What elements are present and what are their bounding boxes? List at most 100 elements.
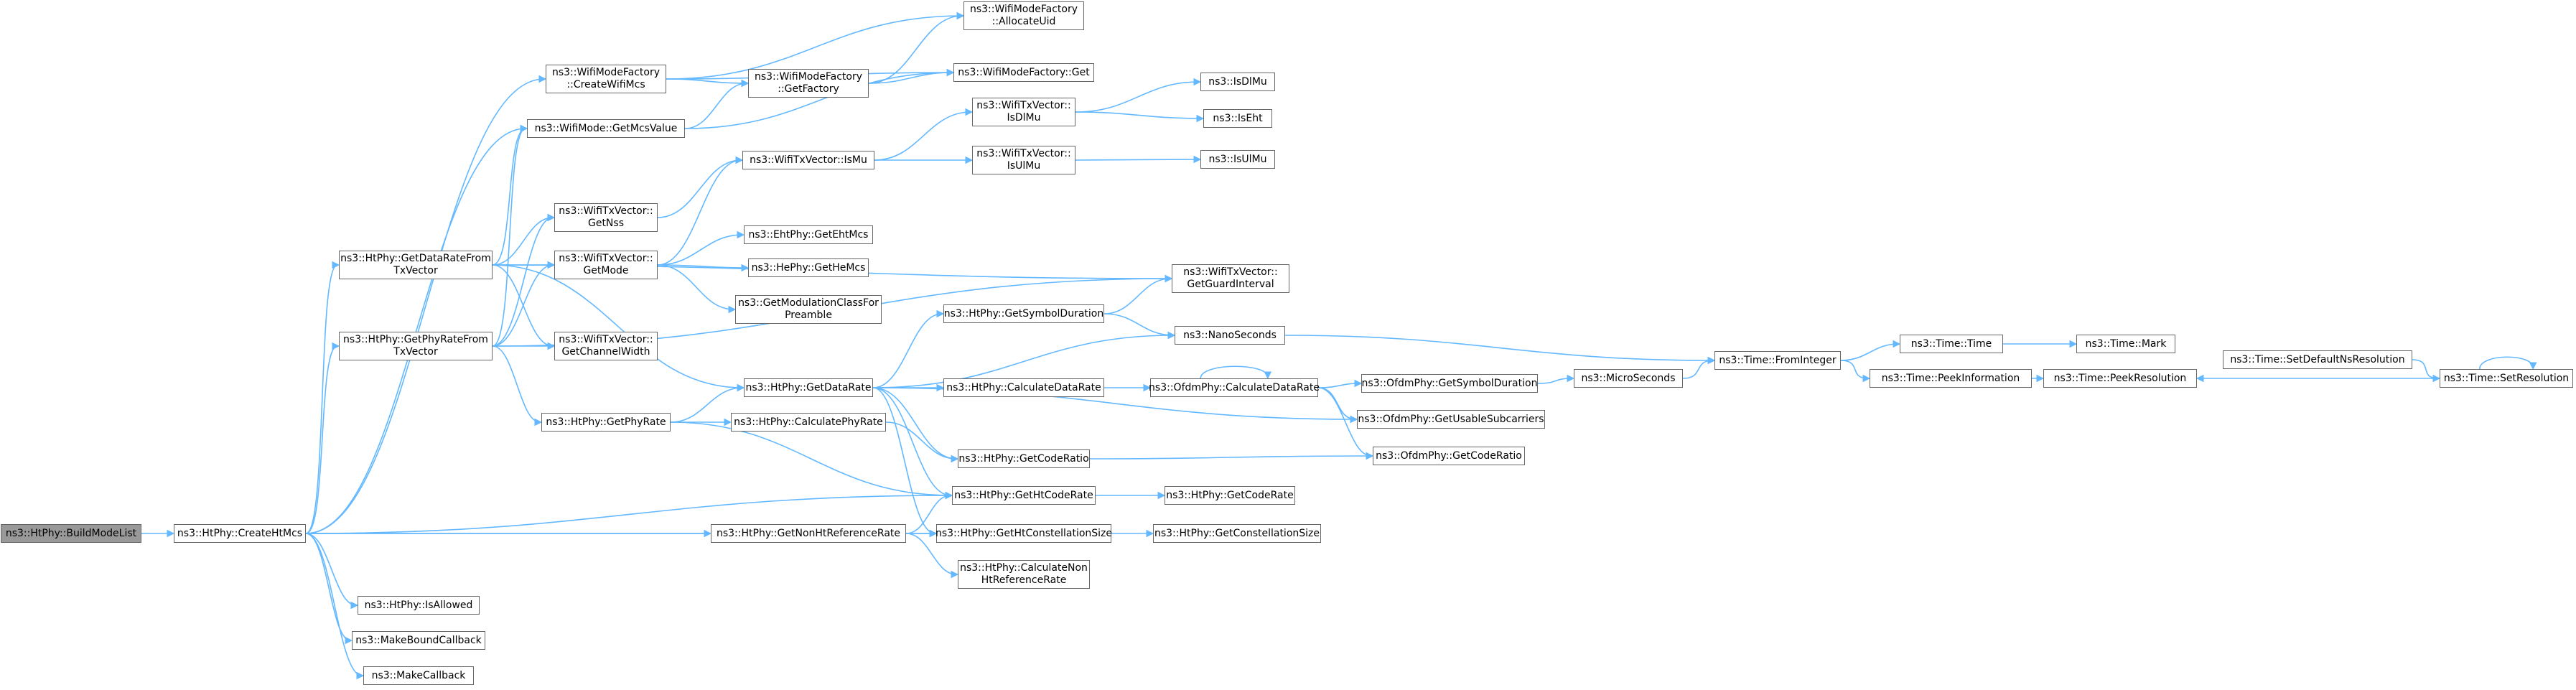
node-calculate-data-rate[interactable]: ns3::HtPhy::CalculateDataRate bbox=[943, 378, 1104, 397]
edge-IsMu-to-TxIsDlMu-arrowhead bbox=[965, 108, 974, 116]
node-ofdm-get-code-ratio[interactable]: ns3::OfdmPhy::GetCodeRatio bbox=[1373, 447, 1525, 465]
edge-GetDataRate-to-GetSymbolDuration-arrowhead bbox=[936, 309, 945, 318]
node-calculate-data-rate-label: ns3::HtPhy::CalculateDataRate bbox=[946, 381, 1101, 393]
edge-OfdmCalculateDataRate-to-GetUsableSubcarriers-arrowhead bbox=[1350, 415, 1358, 424]
node-get-constellation-size[interactable]: ns3::HtPhy::GetConstellationSize bbox=[1153, 524, 1321, 543]
node-is-dl-mu[interactable]: ns3::IsDlMu bbox=[1200, 73, 1275, 91]
edge-GetPhyRateFromTxVector-to-GetMcsValue bbox=[492, 128, 526, 347]
node-get-ht-constellation-size[interactable]: ns3::HtPhy::GetHtConstellationSize bbox=[935, 524, 1112, 543]
node-get-channel-width[interactable]: ns3::WifiTxVector::GetChannelWidth bbox=[554, 332, 658, 360]
edge-CreateHtMcs-to-GetPhyRateFromTxVector bbox=[305, 345, 338, 534]
edge-CreateHtMcs-to-MakeBoundCallback-arrowhead bbox=[345, 636, 353, 645]
node-tx-is-dl-mu-line-1: ns3::WifiTxVector:: bbox=[976, 100, 1071, 111]
node-get-usable-subcarriers[interactable]: ns3::OfdmPhy::GetUsableSubcarriers bbox=[1357, 410, 1545, 429]
node-get-factory[interactable]: ns3::WifiModeFactory::GetFactory bbox=[748, 69, 869, 98]
node-calculate-phy-rate[interactable]: ns3::HtPhy::CalculatePhyRate bbox=[731, 413, 886, 432]
node-set-resolution[interactable]: ns3::Time::SetResolution bbox=[2440, 369, 2573, 388]
edge-CreateHtMcs-to-GetHtCodeRate bbox=[305, 495, 951, 534]
node-micro-seconds[interactable]: ns3::MicroSeconds bbox=[1574, 369, 1683, 388]
edge-OfdmCalculateDataRate-to-OfdmCalculateDataRate-arrowhead bbox=[1264, 371, 1272, 380]
node-get-modulation-class-line-2: Preamble bbox=[785, 309, 832, 321]
node-is-mu[interactable]: ns3::WifiTxVector::IsMu bbox=[742, 151, 874, 169]
node-tx-is-ul-mu-line-1: ns3::WifiTxVector:: bbox=[976, 148, 1071, 159]
node-time-time[interactable]: ns3::Time::Time bbox=[1900, 335, 2003, 353]
node-get-data-rate[interactable]: ns3::HtPhy::GetDataRate bbox=[744, 378, 873, 397]
node-get-code-rate-label: ns3::HtPhy::GetCodeRate bbox=[1166, 489, 1294, 501]
node-get-phy-rate[interactable]: ns3::HtPhy::GetPhyRate bbox=[541, 413, 671, 432]
edge-GetDataRateFromTxVector-to-GetMcsValue bbox=[492, 128, 526, 266]
edge-CreateHtMcs-to-GetPhyRateFromTxVector-arrowhead bbox=[332, 342, 340, 350]
node-get-nss-line-1: ns3::WifiTxVector:: bbox=[559, 205, 653, 217]
node-from-integer[interactable]: ns3::Time::FromInteger bbox=[1714, 351, 1841, 370]
node-get-non-ht-reference-rate[interactable]: ns3::HtPhy::GetNonHtReferenceRate bbox=[711, 524, 906, 543]
node-peek-information[interactable]: ns3::Time::PeekInformation bbox=[1870, 369, 2032, 388]
edge-GetNonHtReferenceRate-to-GetHtCodeRate bbox=[905, 495, 951, 534]
node-make-callback-label: ns3::MakeCallback bbox=[371, 669, 466, 681]
node-get-mode[interactable]: ns3::WifiTxVector::GetMode bbox=[554, 251, 658, 279]
node-allocate-uid[interactable]: ns3::WifiModeFactory::AllocateUid bbox=[963, 1, 1084, 30]
node-ofdm-calculate-data-rate[interactable]: ns3::OfdmPhy::CalculateDataRate bbox=[1149, 378, 1320, 397]
node-micro-seconds-label: ns3::MicroSeconds bbox=[1581, 372, 1676, 384]
node-ofdm-get-symbol-duration-label: ns3::OfdmPhy::GetSymbolDuration bbox=[1361, 377, 1538, 389]
node-create-ht-mcs-label: ns3::HtPhy::CreateHtMcs bbox=[177, 527, 303, 539]
node-get-ht-code-rate-label: ns3::HtPhy::GetHtCodeRate bbox=[954, 489, 1093, 501]
edge-GetDataRate-to-HtGetCodeRatio-arrowhead bbox=[951, 454, 959, 463]
node-is-ul-mu[interactable]: ns3::IsUlMu bbox=[1200, 150, 1275, 169]
node-set-default-ns-resolution[interactable]: ns3::Time::SetDefaultNsResolution bbox=[2223, 350, 2412, 369]
node-get-eht-mcs[interactable]: ns3::EhtPhy::GetEhtMcs bbox=[744, 225, 873, 244]
node-nano-seconds-label: ns3::NanoSeconds bbox=[1183, 329, 1277, 341]
node-tx-is-ul-mu[interactable]: ns3::WifiTxVector::IsUlMu bbox=[972, 146, 1075, 174]
node-get-phy-rate-label: ns3::HtPhy::GetPhyRate bbox=[546, 416, 666, 428]
edge-GetMode-to-GetHeMcs bbox=[657, 264, 747, 269]
node-nano-seconds[interactable]: ns3::NanoSeconds bbox=[1175, 326, 1285, 345]
node-create-ht-mcs[interactable]: ns3::HtPhy::CreateHtMcs bbox=[174, 524, 306, 543]
node-get-phy-rate-from-tx-vector-line-1: ns3::HtPhy::GetPhyRateFrom bbox=[343, 334, 488, 345]
edge-SetResolution-to-SetResolution bbox=[2479, 356, 2534, 370]
edge-GetPhyRateFromTxVector-to-GetPhyRate bbox=[492, 345, 541, 423]
node-peek-resolution[interactable]: ns3::Time::PeekResolution bbox=[2043, 369, 2197, 388]
node-tx-is-dl-mu[interactable]: ns3::WifiTxVector::IsDlMu bbox=[972, 98, 1075, 126]
node-time-mark[interactable]: ns3::Time::Mark bbox=[2076, 335, 2175, 353]
node-get-mcs-value-label: ns3::WifiMode::GetMcsValue bbox=[534, 122, 678, 134]
edge-GetNonHtReferenceRate-to-GetHtCodeRate-arrowhead bbox=[945, 491, 953, 500]
edge-GetMode-to-GetEhtMcs bbox=[657, 234, 743, 266]
node-factory-get[interactable]: ns3::WifiModeFactory::Get bbox=[953, 63, 1094, 82]
edge-GetPhyRateFromTxVector-to-GetNss bbox=[492, 217, 554, 347]
edge-GetDataRate-to-NanoSeconds bbox=[872, 335, 1174, 388]
node-get-he-mcs[interactable]: ns3::HePhy::GetHeMcs bbox=[748, 258, 869, 277]
edge-FromInteger-to-PeekInformation-arrowhead bbox=[1862, 374, 1871, 383]
node-make-bound-callback[interactable]: ns3::MakeBoundCallback bbox=[352, 631, 485, 650]
edge-OfdmCalculateDataRate-to-OfdmGetSymbolDuration bbox=[1317, 383, 1361, 388]
edge-GetMcsValue-to-GetFactory bbox=[684, 83, 747, 129]
node-get-channel-width-line-2: GetChannelWidth bbox=[561, 346, 650, 358]
node-peek-information-label: ns3::Time::PeekInformation bbox=[1881, 372, 2020, 384]
node-create-wifi-mcs[interactable]: ns3::WifiModeFactory::CreateWifiMcs bbox=[546, 65, 666, 93]
node-get-ht-code-rate[interactable]: ns3::HtPhy::GetHtCodeRate bbox=[952, 486, 1096, 505]
edge-GetDataRate-to-GetHtCodeRate bbox=[872, 387, 951, 496]
edge-TxIsDlMu-to-IsEht bbox=[1075, 111, 1203, 119]
node-ofdm-get-symbol-duration[interactable]: ns3::OfdmPhy::GetSymbolDuration bbox=[1361, 374, 1538, 393]
node-get-mode-line-2: GetMode bbox=[583, 265, 629, 276]
node-make-callback[interactable]: ns3::MakeCallback bbox=[363, 666, 474, 685]
edge-GetMode-to-GetModulationClassForPreamble bbox=[657, 264, 734, 310]
edge-GetDataRate-to-GetSymbolDuration bbox=[872, 313, 943, 388]
node-is-eht[interactable]: ns3::IsEht bbox=[1203, 109, 1272, 128]
node-get-eht-mcs-label: ns3::EhtPhy::GetEhtMcs bbox=[748, 228, 869, 241]
node-get-symbol-duration[interactable]: ns3::HtPhy::GetSymbolDuration bbox=[943, 304, 1104, 323]
node-is-allowed[interactable]: ns3::HtPhy::IsAllowed bbox=[358, 596, 480, 615]
edge-TxIsUlMu-to-IsUlMu bbox=[1075, 159, 1200, 161]
node-ht-get-code-ratio[interactable]: ns3::HtPhy::GetCodeRatio bbox=[958, 449, 1090, 468]
edge-GetDataRateFromTxVector-to-GetDataRate bbox=[492, 264, 743, 388]
edge-OfdmCalculateDataRate-to-OfdmCalculateDataRate bbox=[1200, 365, 1269, 379]
node-get-guard-interval[interactable]: ns3::WifiTxVector::GetGuardInterval bbox=[1172, 264, 1289, 293]
node-get-code-rate[interactable]: ns3::HtPhy::GetCodeRate bbox=[1165, 486, 1295, 505]
node-get-mcs-value[interactable]: ns3::WifiMode::GetMcsValue bbox=[527, 119, 685, 138]
node-make-bound-callback-label: ns3::MakeBoundCallback bbox=[355, 634, 482, 646]
edge-CreateHtMcs-to-CreateWifiMcs bbox=[305, 78, 545, 534]
node-get-nss[interactable]: ns3::WifiTxVector::GetNss bbox=[554, 203, 658, 232]
edge-GetNonHtReferenceRate-to-CalculateNonHtReferenceRate bbox=[905, 533, 957, 575]
